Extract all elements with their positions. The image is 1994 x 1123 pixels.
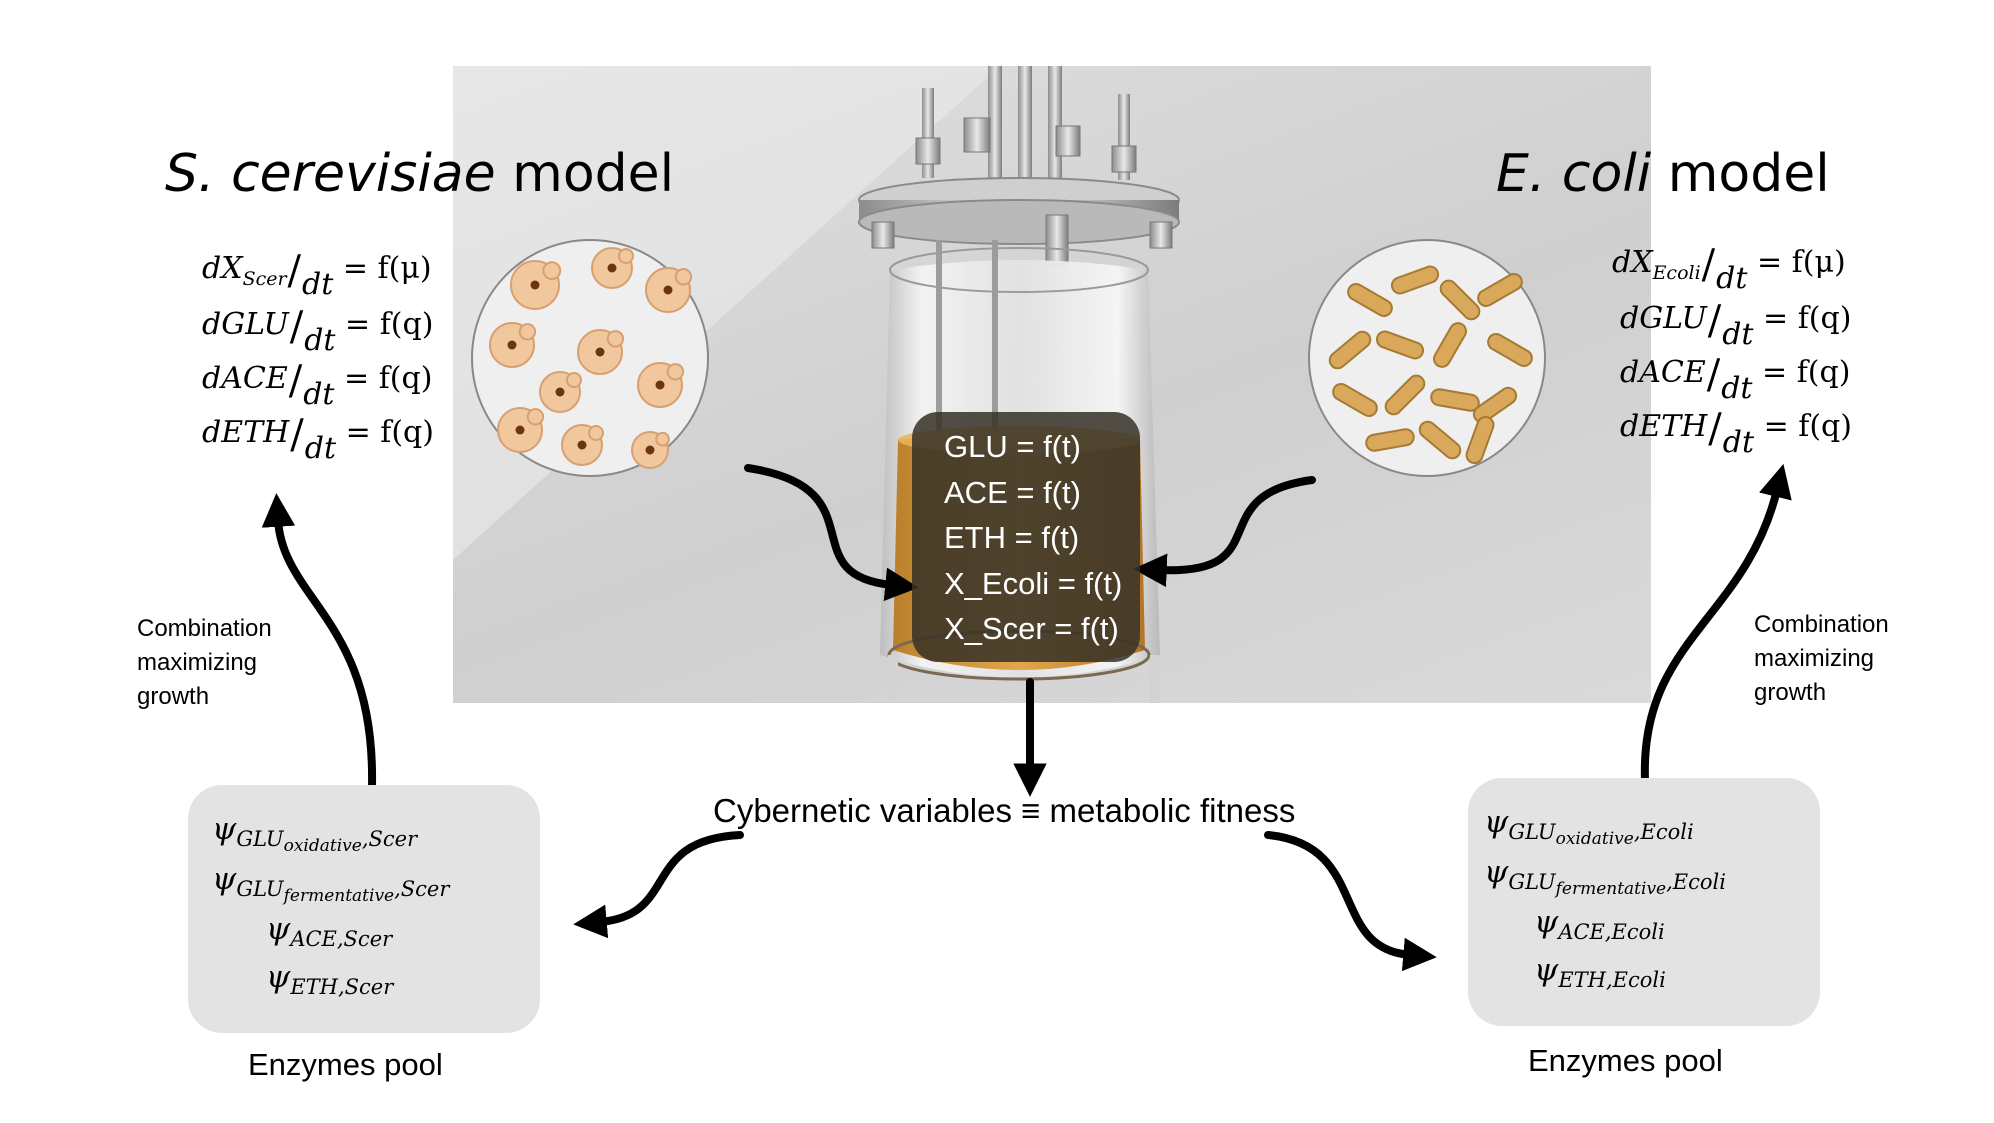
left-psi-ace: ψACE,Scer — [266, 911, 393, 952]
right-equation-biomass: dXEcoli/dt = f(μ) — [1612, 242, 1846, 296]
left-model-species: S. cerevisiae — [165, 144, 496, 204]
left-model-suffix: model — [495, 144, 675, 204]
left-arrow-label: Combination maximizing growth — [137, 615, 272, 710]
left-psi-glu-fermentative: ψGLUfermentative,Scer — [212, 861, 450, 907]
bacterium — [1477, 272, 1523, 307]
right-equation-glucose: dGLU/dt = f(q) — [1620, 298, 1852, 352]
yeast-cell — [591, 247, 634, 289]
left-equation-ethanol: dETH/dt = f(q) — [202, 412, 434, 466]
left-enzyme-pool-title: Enzymes pool — [248, 1047, 443, 1082]
yeast-cell — [497, 407, 545, 453]
bacterium — [1439, 279, 1481, 321]
state-scer-biomass: X_Scer = f(t) — [944, 611, 1119, 646]
state-glucose: GLU = f(t) — [944, 429, 1081, 464]
right-model-species: E. coli — [1496, 144, 1652, 204]
left-equation-biomass: dXScer/dt = f(μ) — [202, 248, 432, 302]
right-enzyme-pool-title: Enzymes pool — [1528, 1043, 1723, 1078]
left-psi-glu-oxidative: ψGLUoxidative,Scer — [212, 811, 418, 857]
yeast-cell — [645, 267, 693, 313]
yeast-cell — [489, 322, 537, 368]
right-model-title: E. coli model — [1496, 144, 1830, 204]
right-psi-ace: ψACE,Ecoli — [1534, 904, 1665, 945]
yeast-cell — [631, 431, 670, 469]
right-psi-glu-oxidative: ψGLUoxidative,Ecoli — [1484, 804, 1694, 850]
left-model-title: S. cerevisiae model — [165, 144, 674, 204]
yeast-cell — [577, 329, 625, 375]
arrow-yeast-to-reactor — [744, 464, 919, 602]
state-ethanol: ETH = f(t) — [944, 520, 1080, 555]
yeast-cell — [637, 362, 685, 408]
left-enzyme-pool: ψGLUoxidative,Scer ψGLUfermentative,Scer… — [188, 785, 540, 1033]
bacterium — [1347, 283, 1393, 317]
bacterium — [1375, 330, 1425, 360]
yeast-cell — [539, 371, 582, 413]
left-equation-glucose: dGLU/dt = f(q) — [202, 304, 434, 358]
right-enzyme-pool: ψGLUoxidative,Ecoli ψGLUfermentative,Eco… — [1468, 778, 1820, 1026]
bacterium — [1472, 386, 1518, 424]
right-psi-eth: ψETH,Ecoli — [1534, 952, 1666, 993]
bacterium — [1487, 333, 1533, 367]
cybernetic-variables-label: Cybernetic variables ≡ metabolic fitness — [713, 792, 1296, 829]
yeast-cell — [561, 424, 604, 466]
bacterium — [1384, 374, 1426, 416]
left-equation-acetate: dACE/dt = f(q) — [202, 358, 433, 412]
bacterium — [1433, 322, 1467, 368]
arrow-left-pool-to-model — [261, 493, 377, 789]
right-model-suffix: model — [1651, 144, 1830, 204]
reactor-state-box: GLU = f(t) ACE = f(t) ETH = f(t) X_Ecoli… — [912, 412, 1140, 662]
bacterium — [1328, 330, 1372, 370]
right-arrow-label: Combination maximizing growth — [1754, 611, 1889, 706]
arrow-bacteria-to-reactor — [1133, 476, 1316, 588]
bacterium — [1418, 420, 1462, 460]
right-equation-acetate: dACE/dt = f(q) — [1620, 352, 1851, 406]
right-equation-ethanol: dETH/dt = f(q) — [1620, 406, 1852, 460]
bacterium — [1390, 265, 1440, 295]
arrow-cybernetic-to-right-pool — [1264, 831, 1437, 972]
state-ecoli-biomass: X_Ecoli = f(t) — [944, 565, 1123, 601]
arrow-cybernetic-to-left-pool — [573, 831, 744, 939]
arrow-right-pool-to-model — [1640, 463, 1792, 784]
bacterium — [1332, 383, 1378, 417]
left-psi-eth: ψETH,Scer — [266, 959, 394, 1000]
state-acetate: ACE = f(t) — [944, 474, 1081, 510]
yeast-cell — [510, 260, 562, 310]
bacterium — [1365, 428, 1415, 452]
bacterium — [1465, 415, 1495, 465]
right-psi-glu-fermentative: ψGLUfermentative,Ecoli — [1484, 854, 1726, 900]
bacterium — [1430, 388, 1480, 412]
